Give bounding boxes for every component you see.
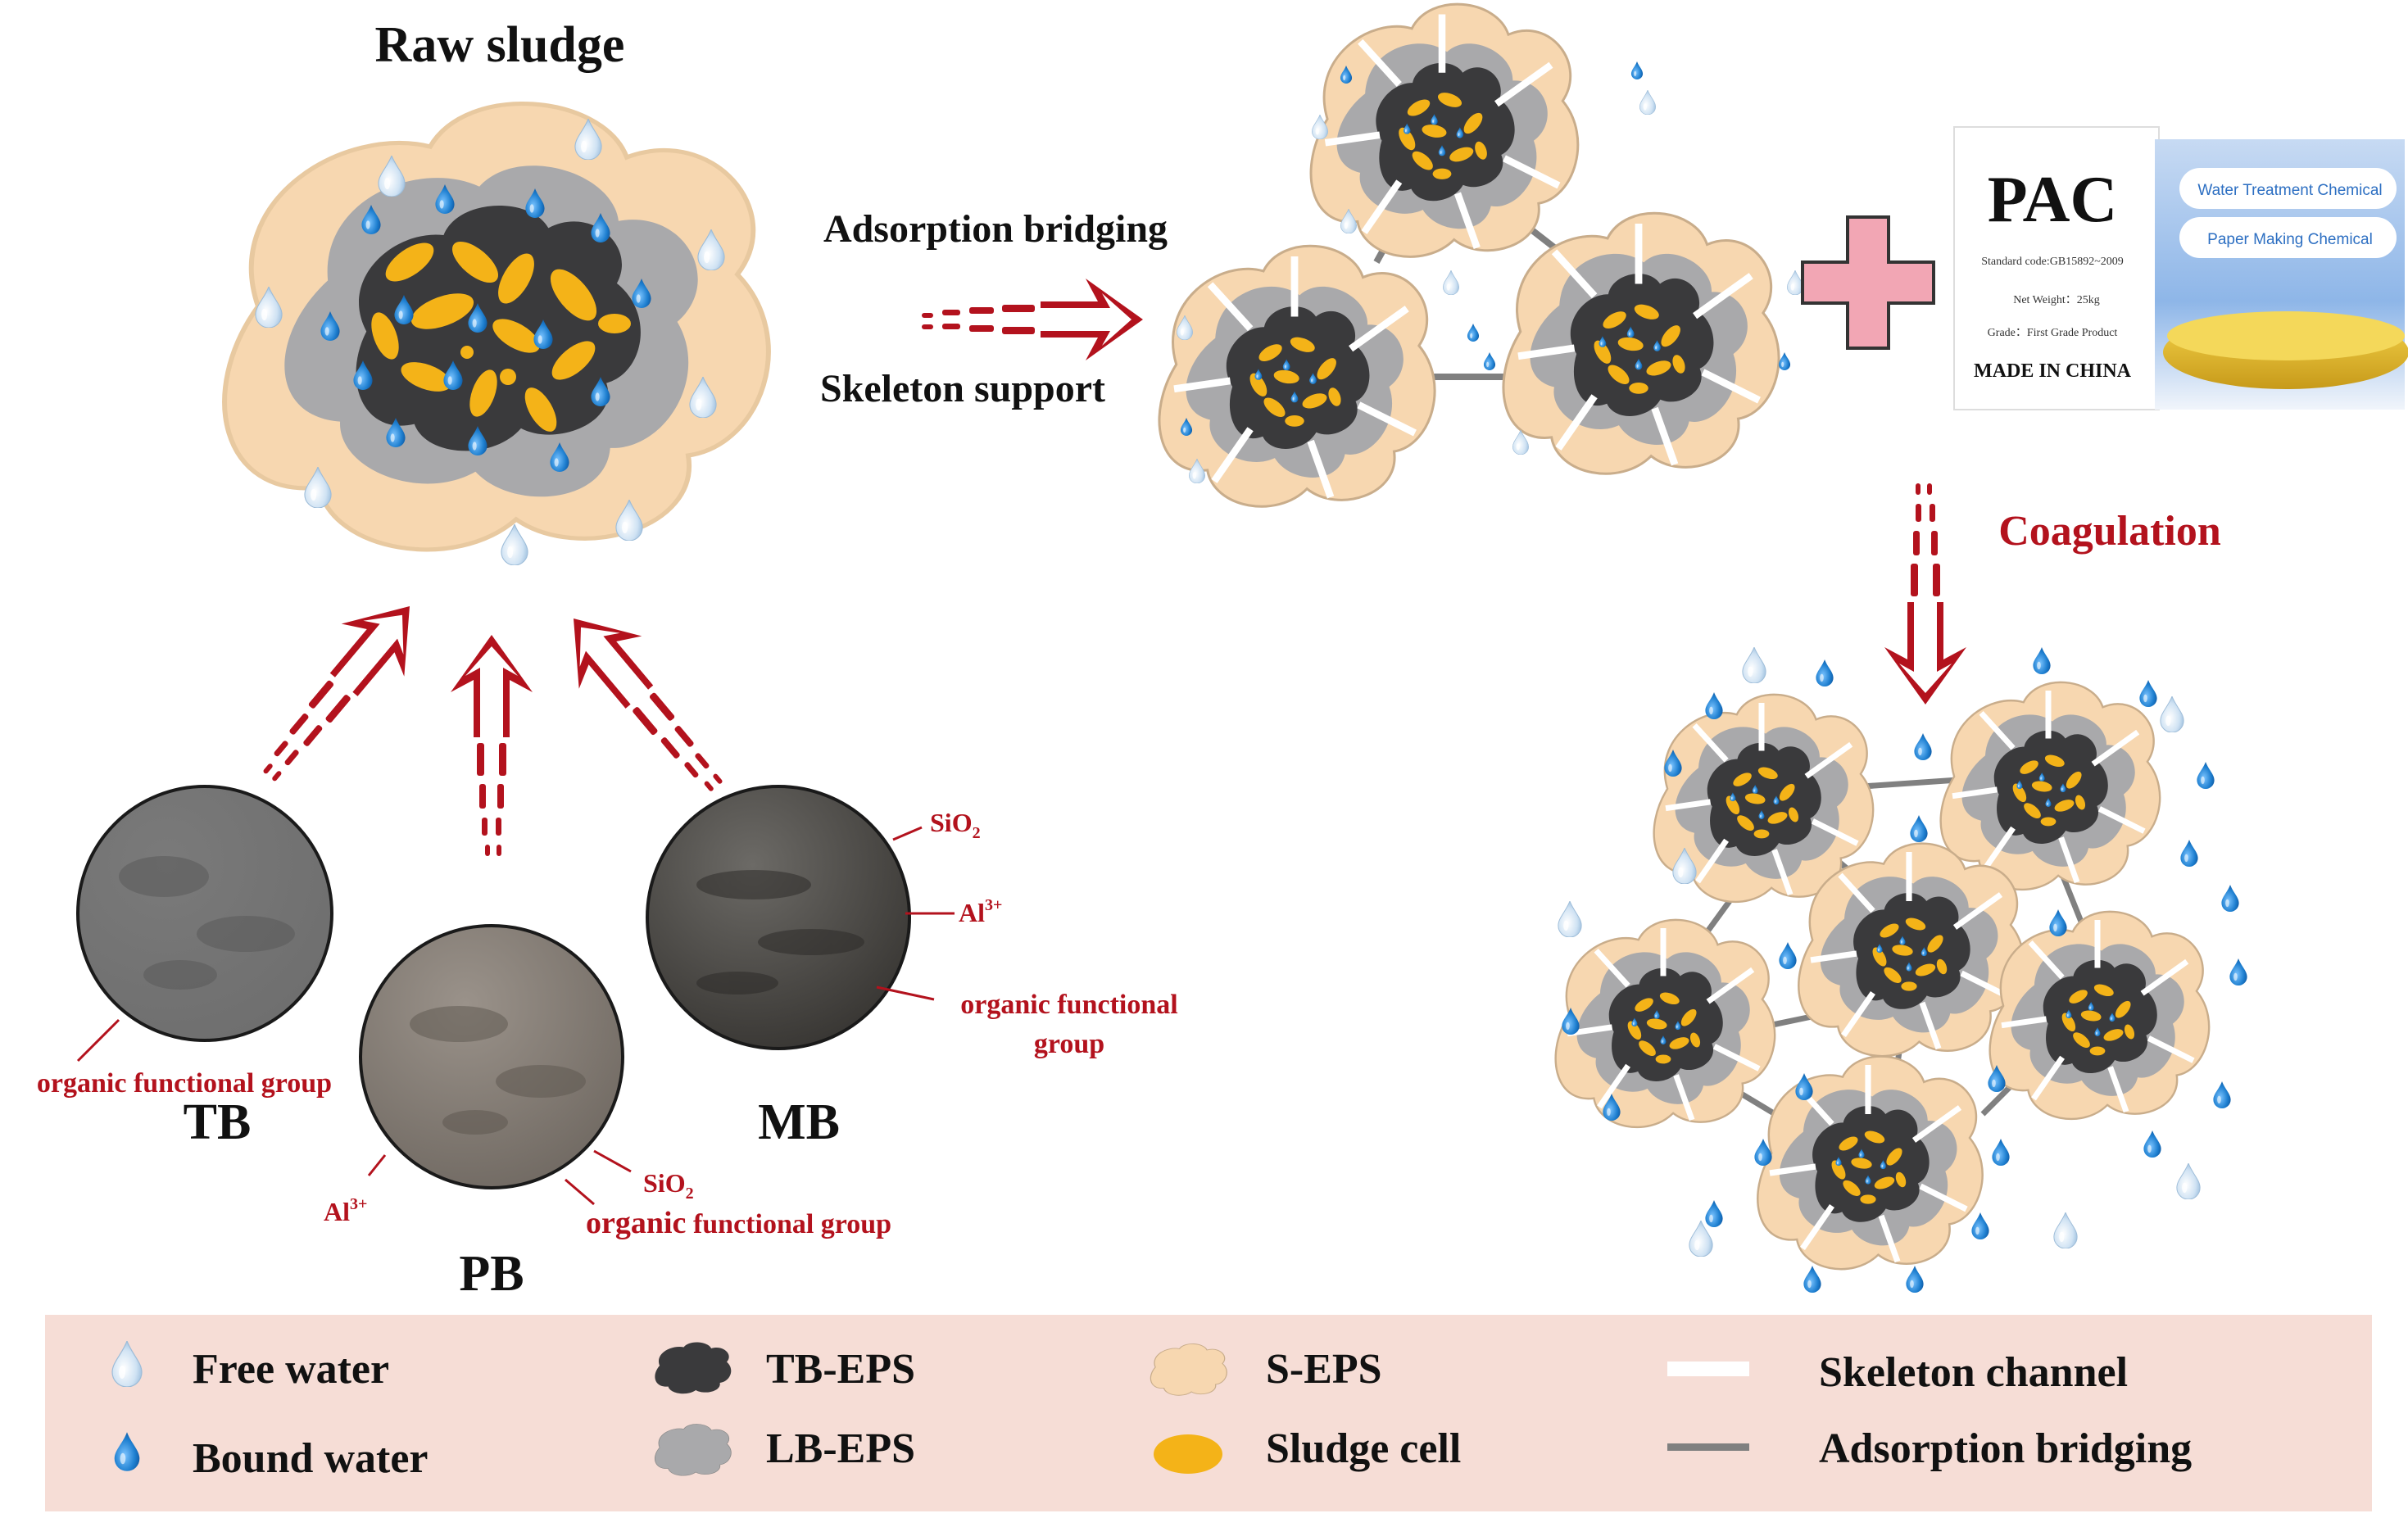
pb-sample: Al3+ SiO2 organic functional group PB	[324, 924, 891, 1302]
plus-icon	[1801, 215, 1935, 350]
coagulation-arrow: Coagulation	[1884, 483, 2221, 705]
pb-name: PB	[459, 1246, 524, 1302]
mb-sio2-label: SiO2	[930, 808, 981, 842]
pb-organic-label: organic functional group	[586, 1206, 891, 1240]
mb-organic-label-2: group	[1034, 1029, 1104, 1059]
s-eps-icon	[1150, 1343, 1227, 1396]
legend-free-water: Free water	[193, 1346, 389, 1393]
sludge-cell-icon	[1154, 1434, 1222, 1474]
legend-sludge-cell: Sludge cell	[1266, 1425, 1461, 1472]
mb-sample-image	[646, 785, 911, 1050]
pb-sio2-label: SiO2	[643, 1168, 694, 1203]
pac-tag-paper-text: Paper Making Chemical	[2207, 231, 2373, 248]
raw-sludge-group: Raw sludge	[224, 17, 769, 565]
coag-floc-5	[1990, 912, 2209, 1119]
legend-skeleton-channel: Skeleton channel	[1819, 1349, 2128, 1396]
pac-name: PAC	[1988, 164, 2117, 236]
tb-name: TB	[184, 1094, 252, 1150]
pb-sample-image	[359, 924, 624, 1189]
coagulated-network	[1556, 647, 2247, 1293]
skeleton-support-label: Skeleton support	[820, 367, 1105, 410]
pac-weight: Net Weight：25kg	[2013, 294, 2100, 306]
tb-sample-image	[76, 785, 333, 1042]
pb-arrow-icon	[451, 635, 533, 856]
pac-grade: Grade：First Grade Product	[1988, 327, 2118, 339]
right-arrow-icon	[922, 279, 1143, 360]
legend-lb-eps: LB-EPS	[766, 1425, 915, 1472]
raw-sludge-title: Raw sludge	[375, 17, 625, 73]
pac-product-image: PAC Standard code:GB15892~2009 Net Weigh…	[1953, 126, 2408, 410]
tb-sample: organic functional group TB	[37, 785, 333, 1150]
pac-tag-paper	[2179, 217, 2397, 258]
coag-floc-2	[1941, 682, 2160, 890]
pac-tag-water-text: Water Treatment Chemical	[2197, 182, 2382, 199]
legend-adsorption-bridging: Adsorption bridging	[1819, 1425, 2192, 1472]
adsorption-bridging-label: Adsorption bridging	[823, 207, 1168, 251]
coag-floc-4	[1556, 920, 1775, 1127]
floc-right	[1503, 213, 1779, 473]
legend-tb-eps: TB-EPS	[766, 1346, 915, 1393]
legend-background	[45, 1315, 2372, 1511]
tb-arrow-icon	[236, 579, 442, 802]
pac-tag-water	[2179, 168, 2397, 209]
mb-al-label: Al3+	[959, 896, 1002, 927]
legend: Free water Bound water TB-EPS LB-EPS S-E…	[45, 1315, 2372, 1511]
pb-al-label: Al3+	[324, 1195, 367, 1226]
tb-organic-label: organic functional group	[37, 1068, 332, 1099]
process-arrow-right: Adsorption bridging Skeleton support	[820, 207, 1168, 410]
legend-bound-water: Bound water	[193, 1435, 428, 1482]
mb-arrow-icon	[542, 591, 747, 814]
mb-organic-label-1: organic functional	[960, 990, 1177, 1020]
coag-floc-6	[1757, 1057, 1982, 1270]
sample-arrows	[236, 579, 747, 856]
mb-name: MB	[758, 1094, 840, 1150]
coag-floc-3	[1798, 844, 2023, 1057]
pac-origin: MADE IN CHINA	[1974, 360, 2132, 382]
raw-sludge-floc	[224, 104, 769, 565]
mb-sample: SiO2 Al3+ organic functional group MB	[646, 785, 1178, 1150]
coagulation-label: Coagulation	[1998, 508, 2221, 555]
skeleton-channel-icon	[1667, 1362, 1749, 1376]
conditioned-flocs	[1159, 4, 1804, 506]
adsorption-bridging-icon	[1667, 1443, 1749, 1451]
lb-eps-icon	[654, 1424, 732, 1476]
down-arrow-icon	[1884, 483, 1966, 705]
pac-standard: Standard code:GB15892~2009	[1981, 256, 2124, 268]
legend-s-eps: S-EPS	[1266, 1346, 1382, 1393]
